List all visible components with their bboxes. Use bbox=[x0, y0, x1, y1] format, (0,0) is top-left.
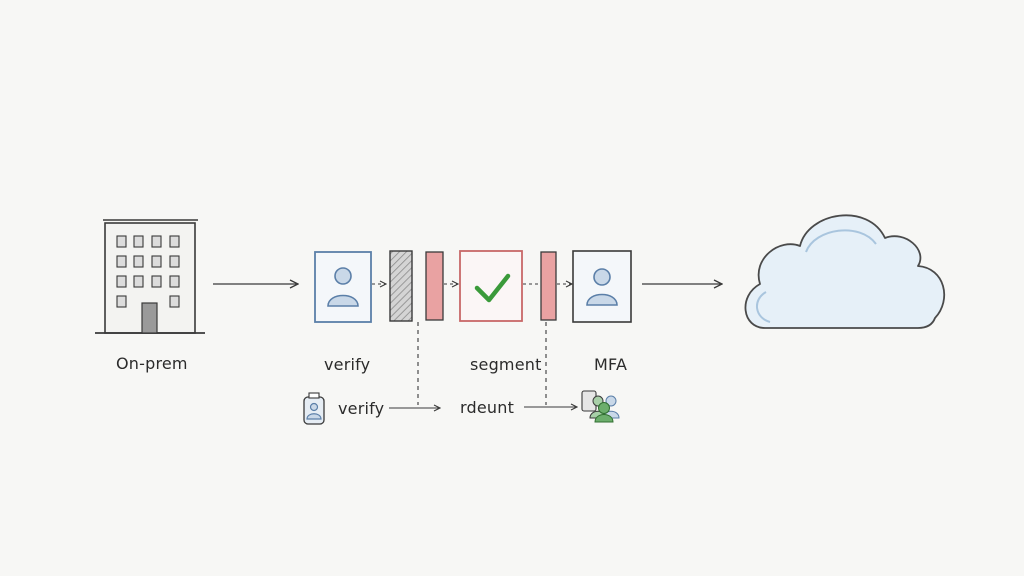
source-label: On-prem bbox=[116, 354, 188, 373]
mfa-user-box bbox=[572, 250, 632, 323]
mfa-label: MFA bbox=[594, 355, 628, 374]
red-bar-icon bbox=[425, 251, 444, 321]
user-badge-icon bbox=[327, 267, 359, 307]
verify-label: verify bbox=[324, 355, 371, 374]
hatched-bar-icon bbox=[389, 250, 413, 322]
user-id-card-icon bbox=[303, 392, 325, 425]
office-building-icon bbox=[95, 219, 205, 334]
user-badge-icon bbox=[586, 268, 618, 306]
verify-sub-label: verify bbox=[338, 399, 385, 418]
user-group-icon bbox=[581, 390, 620, 423]
verify-user-box bbox=[314, 251, 372, 323]
cloud-icon bbox=[744, 214, 946, 329]
red-bar-icon-2 bbox=[540, 251, 557, 321]
checkmark-icon bbox=[474, 273, 511, 303]
segment-label: segment bbox=[470, 355, 542, 374]
segment-check-box bbox=[459, 250, 523, 322]
rdeunt-label: rdeunt bbox=[460, 398, 515, 417]
